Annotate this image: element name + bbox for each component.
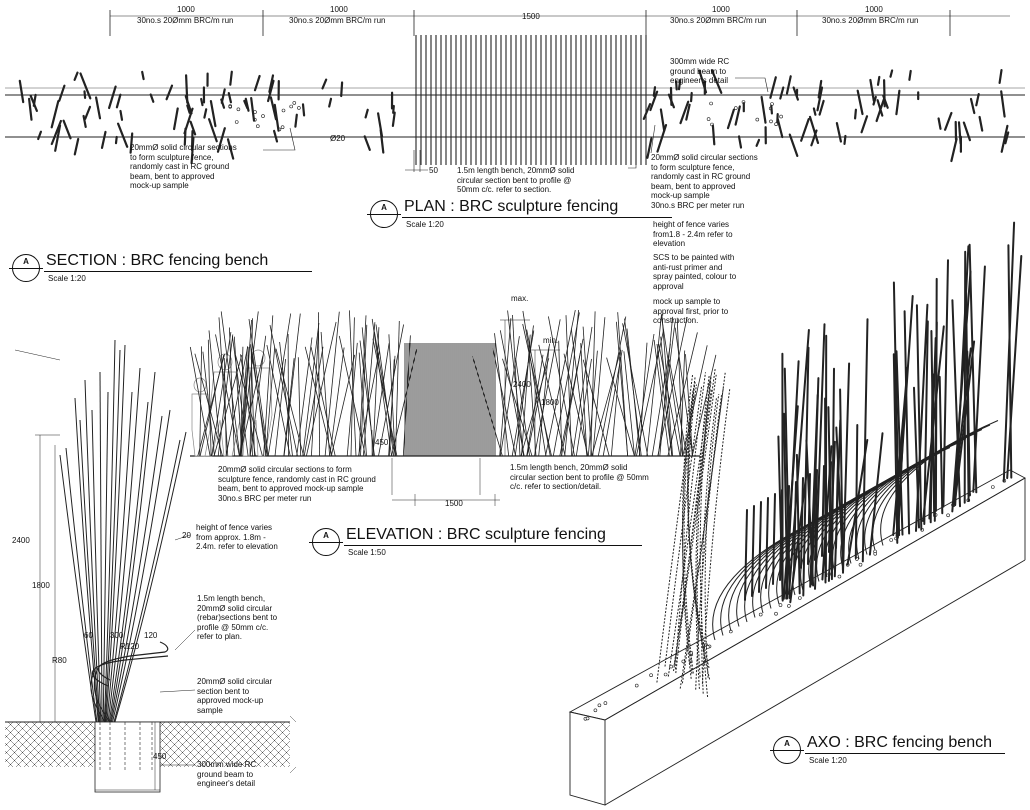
elevation-title-circle xyxy=(309,528,343,556)
axo-view xyxy=(568,221,1026,806)
elev-dim-1800: 1800 xyxy=(541,398,559,407)
elev-dim-min: min. xyxy=(543,336,559,345)
section-dim-1800: 1800 xyxy=(32,581,50,590)
section-dim-60: 60 xyxy=(84,631,93,640)
plan-dim-bench: 1500 xyxy=(522,12,540,21)
section-note-section: 20mmØ solid circular section bent to app… xyxy=(197,677,273,715)
plan-dim-run-2: 1000 xyxy=(330,5,348,14)
section-dim-300: 300 xyxy=(110,631,124,640)
elevation-view xyxy=(189,310,717,506)
elevation-title-rule xyxy=(344,545,642,546)
section-dim-20: 20 xyxy=(182,531,191,540)
elev-dim-2400: 2400 xyxy=(513,380,531,389)
plan-dim-run-1-label: 30no.s 20Ømm BRC/m run xyxy=(137,16,234,25)
plan-dim-diameter: Ø20 xyxy=(330,134,346,143)
elev-dim-450: 450 xyxy=(375,438,389,447)
section-dim-450: 450 xyxy=(153,752,167,761)
section-title-text: SECTION : BRC fencing bench xyxy=(46,252,269,269)
section-dim-r120: R120 xyxy=(120,642,140,651)
plan-view xyxy=(5,10,1025,172)
plan-note-sections-left: 20mmØ solid circular sections to form sc… xyxy=(130,143,237,190)
plan-dim-spacing: 50 xyxy=(429,166,438,175)
section-title-rule xyxy=(44,271,312,272)
plan-title-circle xyxy=(367,200,401,228)
plan-note-beam: 300mm wide RC ground beam to engineer's … xyxy=(670,57,730,85)
plan-dim-run-1: 1000 xyxy=(177,5,195,14)
plan-dim-run-3: 1000 xyxy=(712,5,730,14)
section-dim-r80: R80 xyxy=(52,656,67,665)
plan-title-letter: A xyxy=(381,203,387,212)
section-title-scale: Scale 1:20 xyxy=(48,274,86,283)
elevation-random-sections xyxy=(189,310,717,457)
elev-dim-1500: 1500 xyxy=(445,499,463,508)
elevation-title-scale: Scale 1:50 xyxy=(348,548,386,557)
elev-dim-max: max. xyxy=(511,294,529,303)
axo-title-text: AXO : BRC fencing bench xyxy=(807,734,992,751)
plan-bench-bars xyxy=(415,35,647,165)
section-title-circle xyxy=(9,254,43,282)
elev-note-right: 1.5m length bench, 20mmØ solid circular … xyxy=(510,463,649,491)
axo-title-scale: Scale 1:20 xyxy=(809,756,847,765)
axo-title-circle xyxy=(770,736,804,764)
plan-dim-run-4-label: 30no.s 20Ømm BRC/m run xyxy=(822,16,919,25)
section-dim-2400: 2400 xyxy=(12,536,30,545)
section-dim-120: 120 xyxy=(144,631,158,640)
axo-vertical-sections xyxy=(744,221,1023,604)
plan-title-text: PLAN : BRC sculpture fencing xyxy=(404,198,619,215)
axo-title-letter: A xyxy=(784,739,790,748)
plan-dim-run-3-label: 30no.s 20Ømm BRC/m run xyxy=(670,16,767,25)
plan-note-bench: 1.5m length bench, 20mmØ solid circular … xyxy=(457,166,575,194)
plan-title-rule xyxy=(402,217,672,218)
section-view xyxy=(4,339,297,793)
section-note-bench: 1.5m length bench, 20mmØ solid circular … xyxy=(197,594,278,641)
section-title-letter: A xyxy=(23,257,29,266)
elevation-title-text: ELEVATION : BRC sculpture fencing xyxy=(346,526,606,543)
plan-dim-run-2-label: 30no.s 20Ømm BRC/m run xyxy=(289,16,386,25)
section-note-height: height of fence varies from approx. 1.8m… xyxy=(196,523,278,551)
axo-title-rule xyxy=(805,753,1005,754)
elev-note-left: 20mmØ solid circular sections to form sc… xyxy=(218,465,376,503)
axo-dashed-sections xyxy=(656,368,731,698)
section-note-beam: 300mm wide RC ground beam to engineer's … xyxy=(197,760,257,788)
axo-bench-curves xyxy=(712,420,999,641)
elevation-title-letter: A xyxy=(323,531,329,540)
right-note-paint: SCS to be painted with anti-rust primer … xyxy=(653,253,737,291)
plan-title-scale: Scale 1:20 xyxy=(406,220,444,229)
plan-dim-run-4: 1000 xyxy=(865,5,883,14)
right-note-height: height of fence varies from1.8 - 2.4m re… xyxy=(653,220,733,248)
section-fan-bars xyxy=(59,339,187,723)
right-note-mockup: mock up sample to approval first, prior … xyxy=(653,297,729,325)
elevation-bench-bars xyxy=(404,343,496,456)
right-note-sections: 20mmØ solid circular sections to form sc… xyxy=(651,153,758,210)
plan-random-sections xyxy=(18,68,1010,165)
